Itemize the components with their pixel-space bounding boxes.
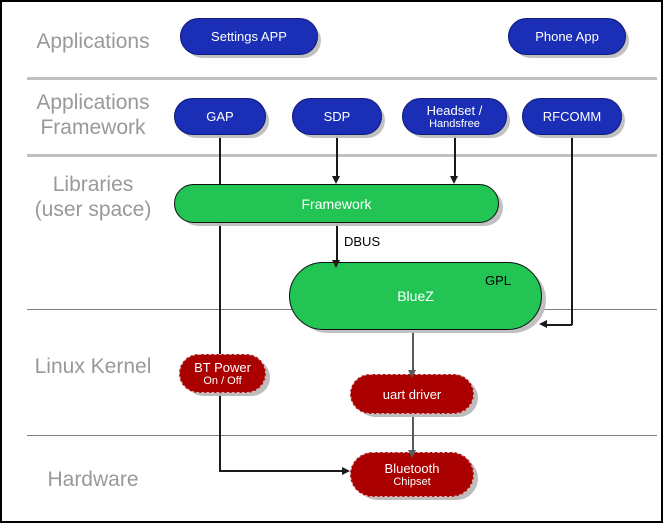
node-handsfree-label: Handsfree	[429, 118, 480, 130]
node-bt-power-label: BT Power	[194, 360, 251, 375]
layer-label-hardware: Hardware	[47, 468, 139, 491]
edge-framework-to-bluez-arrowhead	[331, 260, 340, 268]
edge-rfcomm-to-bluez-vertical	[571, 135, 573, 325]
node-bluetooth-chipset-sublabel: Chipset	[393, 476, 431, 488]
node-bluez-label: BlueZ	[397, 288, 434, 304]
node-settings-app-label: Settings APP	[211, 29, 287, 44]
node-rfcomm-label: RFCOMM	[542, 109, 602, 124]
edge-bluez-to-uart-vertical	[412, 329, 414, 373]
node-bt-power[interactable]: BT Power On / Off	[179, 354, 266, 393]
layer-label-linux-kernel: Linux Kernel	[34, 355, 152, 378]
edge-label-dbus: DBUS	[344, 234, 381, 249]
separator-framework-libraries	[27, 154, 657, 157]
node-gap-label: GAP	[206, 109, 234, 124]
node-sdp-label: SDP	[323, 109, 351, 124]
node-bluez[interactable]: BlueZ	[289, 262, 542, 330]
layer-label-applications: Applications	[36, 30, 150, 53]
node-bluetooth-chipset-label: Bluetooth	[384, 461, 440, 476]
edge-uart-to-chipset-arrowhead	[407, 450, 416, 458]
edge-bluez-to-uart-arrowhead	[407, 370, 416, 378]
edge-gap-to-chipset-arrowhead	[342, 466, 350, 475]
edge-gap-to-chipset-vertical	[219, 135, 221, 471]
node-headset-handsfree[interactable]: Headset / Handsfree	[402, 98, 507, 135]
edge-headset-to-framework-vertical	[454, 135, 456, 177]
node-gap[interactable]: GAP	[174, 98, 266, 135]
edge-rfcomm-to-bluez-horizontal	[547, 324, 572, 326]
node-uart-driver[interactable]: uart driver	[350, 374, 474, 414]
node-bluetooth-chipset[interactable]: Bluetooth Chipset	[350, 452, 474, 497]
separator-kernel-hardware	[27, 435, 657, 436]
node-framework-label: Framework	[301, 195, 372, 212]
edge-sdp-to-framework-arrowhead	[331, 176, 340, 184]
node-phone-app[interactable]: Phone App	[508, 18, 626, 55]
node-bt-power-sublabel: On / Off	[203, 375, 242, 387]
node-framework[interactable]: Framework	[174, 184, 499, 223]
separator-applications-framework	[27, 77, 657, 80]
edge-gap-to-chipset-horizontal	[219, 470, 343, 472]
node-headset-label: Headset /	[426, 103, 483, 118]
node-rfcomm[interactable]: RFCOMM	[522, 98, 622, 135]
node-phone-app-label: Phone App	[535, 29, 599, 44]
node-bluez-license-tag: GPL	[485, 273, 512, 288]
node-sdp[interactable]: SDP	[292, 98, 382, 135]
edge-sdp-to-framework-vertical	[336, 135, 338, 177]
edge-uart-to-chipset-vertical	[412, 414, 414, 454]
edge-framework-to-bluez-vertical	[336, 222, 338, 262]
edge-rfcomm-to-bluez-arrowhead	[539, 320, 547, 328]
edge-headset-to-framework-arrowhead	[449, 176, 458, 184]
layer-label-libraries: Libraries (user space)	[34, 173, 152, 221]
node-uart-driver-label: uart driver	[382, 386, 442, 402]
node-settings-app[interactable]: Settings APP	[180, 18, 318, 55]
layer-label-applications-framework: Applications Framework	[36, 91, 150, 139]
